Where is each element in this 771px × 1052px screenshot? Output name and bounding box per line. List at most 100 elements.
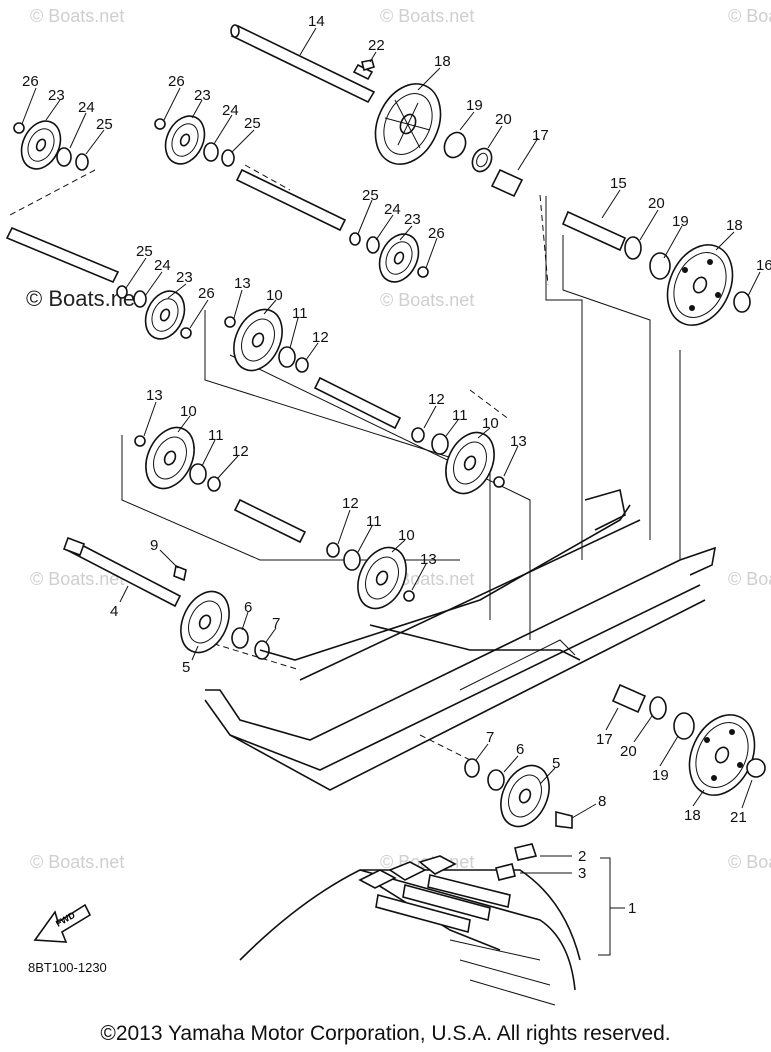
callout-9: 9 <box>150 537 158 554</box>
collar-17-lower <box>611 683 647 714</box>
track <box>239 843 581 1006</box>
wheel-18-top <box>374 83 442 165</box>
callout-17: 17 <box>532 127 549 144</box>
callout-6: 6 <box>244 599 252 616</box>
callout-10: 10 <box>398 527 415 544</box>
callout-7: 7 <box>272 615 280 632</box>
watermark: © Boats.net <box>30 852 124 872</box>
axle-mid <box>313 376 402 430</box>
callout-23: 23 <box>404 211 421 228</box>
watermark: © Boats.net <box>728 852 771 872</box>
callout-20: 20 <box>648 195 665 212</box>
callout-18: 18 <box>434 53 451 70</box>
callout-11: 11 <box>292 305 308 322</box>
callout-26: 26 <box>168 73 185 90</box>
collar-17-top <box>490 168 524 198</box>
callout-25: 25 <box>362 187 379 204</box>
part-code: 8BT100-1230 <box>28 960 107 975</box>
callout-15: 15 <box>610 175 627 192</box>
wheel-5-front <box>180 590 230 654</box>
nut-8 <box>555 810 573 829</box>
callout-6: 6 <box>516 741 524 758</box>
callout-5: 5 <box>182 659 190 676</box>
callout-23: 23 <box>176 269 193 286</box>
axle-lower <box>233 498 307 544</box>
callout-18: 18 <box>726 217 743 234</box>
callout-25: 25 <box>136 243 153 260</box>
watermark: © Boats.net <box>30 569 124 589</box>
wheel-10-upper <box>233 308 283 372</box>
callout-10: 10 <box>482 415 499 432</box>
callout-19: 19 <box>652 767 669 784</box>
callout-5: 5 <box>552 755 560 772</box>
shaft-4 <box>62 536 182 608</box>
callout-12: 12 <box>232 443 249 460</box>
callout-12: 12 <box>428 391 445 408</box>
callout-11: 11 <box>452 407 468 424</box>
callout-7: 7 <box>486 729 494 746</box>
fwd-arrow: FWD <box>33 903 92 943</box>
wheel-10-mid <box>445 431 495 495</box>
callout-3: 3 <box>578 865 586 882</box>
callout-26: 26 <box>198 285 215 302</box>
watermark: © Boats.net <box>380 290 474 310</box>
callout-13: 13 <box>234 275 251 292</box>
callout-2: 2 <box>578 848 586 865</box>
bearing-19-top <box>443 131 467 159</box>
callout-24: 24 <box>384 201 401 218</box>
callout-11: 11 <box>208 427 224 444</box>
callout-25: 25 <box>96 116 113 133</box>
spacer-20-top <box>471 147 493 173</box>
axle-left <box>5 226 120 284</box>
watermark: © Boats.net <box>728 6 771 26</box>
callout-14: 14 <box>308 13 325 30</box>
wheel-18-right <box>666 244 734 326</box>
callout-20: 20 <box>620 743 637 760</box>
clip-3 <box>495 863 516 881</box>
callout-1: 1 <box>628 900 636 917</box>
callout-10: 10 <box>180 403 197 420</box>
cap-21 <box>746 758 766 778</box>
callout-23: 23 <box>194 87 211 104</box>
callout-24: 24 <box>78 99 95 116</box>
callout-24: 24 <box>222 102 239 119</box>
shaft-14 <box>230 24 376 104</box>
callout-25: 25 <box>244 115 261 132</box>
clip-2 <box>514 843 538 861</box>
callout-12: 12 <box>312 329 329 346</box>
callout-18: 18 <box>684 807 701 824</box>
callout-13: 13 <box>146 387 163 404</box>
callout-21: 21 <box>730 809 747 826</box>
leader-lines <box>21 27 761 819</box>
callout-26: 26 <box>22 73 39 90</box>
callout-12: 12 <box>342 495 359 512</box>
callout-8: 8 <box>598 793 606 810</box>
callout-4: 4 <box>110 603 118 620</box>
watermark: © Boats.net <box>728 569 771 589</box>
callout-13: 13 <box>510 433 527 450</box>
callout-26: 26 <box>428 225 445 242</box>
callouts: 14 22 18 19 20 17 26 23 24 25 26 23 24 2… <box>22 13 771 917</box>
callout-16: 16 <box>756 257 771 274</box>
callout-11: 11 <box>366 513 382 530</box>
watermark: © Boats.net <box>380 6 474 26</box>
callout-22: 22 <box>368 37 385 54</box>
wheel-23-left <box>144 290 186 340</box>
watermark: © Boats.net <box>30 6 124 26</box>
callout-23: 23 <box>48 87 65 104</box>
callout-20: 20 <box>495 111 512 128</box>
wheel-23-mid <box>378 233 420 283</box>
callout-19: 19 <box>466 97 483 114</box>
callout-24: 24 <box>154 257 171 274</box>
callout-17: 17 <box>596 731 613 748</box>
callout-19: 19 <box>672 213 689 230</box>
copyright-footer: ©2013 Yamaha Motor Corporation, U.S.A. A… <box>100 1022 671 1045</box>
pin-22 <box>361 59 375 72</box>
slide-rail-frame <box>204 488 717 791</box>
axle-upper <box>235 168 347 232</box>
guide-lines <box>9 164 681 761</box>
wheel-10-left <box>145 426 195 490</box>
callout-13: 13 <box>420 551 437 568</box>
callout-10: 10 <box>266 287 283 304</box>
